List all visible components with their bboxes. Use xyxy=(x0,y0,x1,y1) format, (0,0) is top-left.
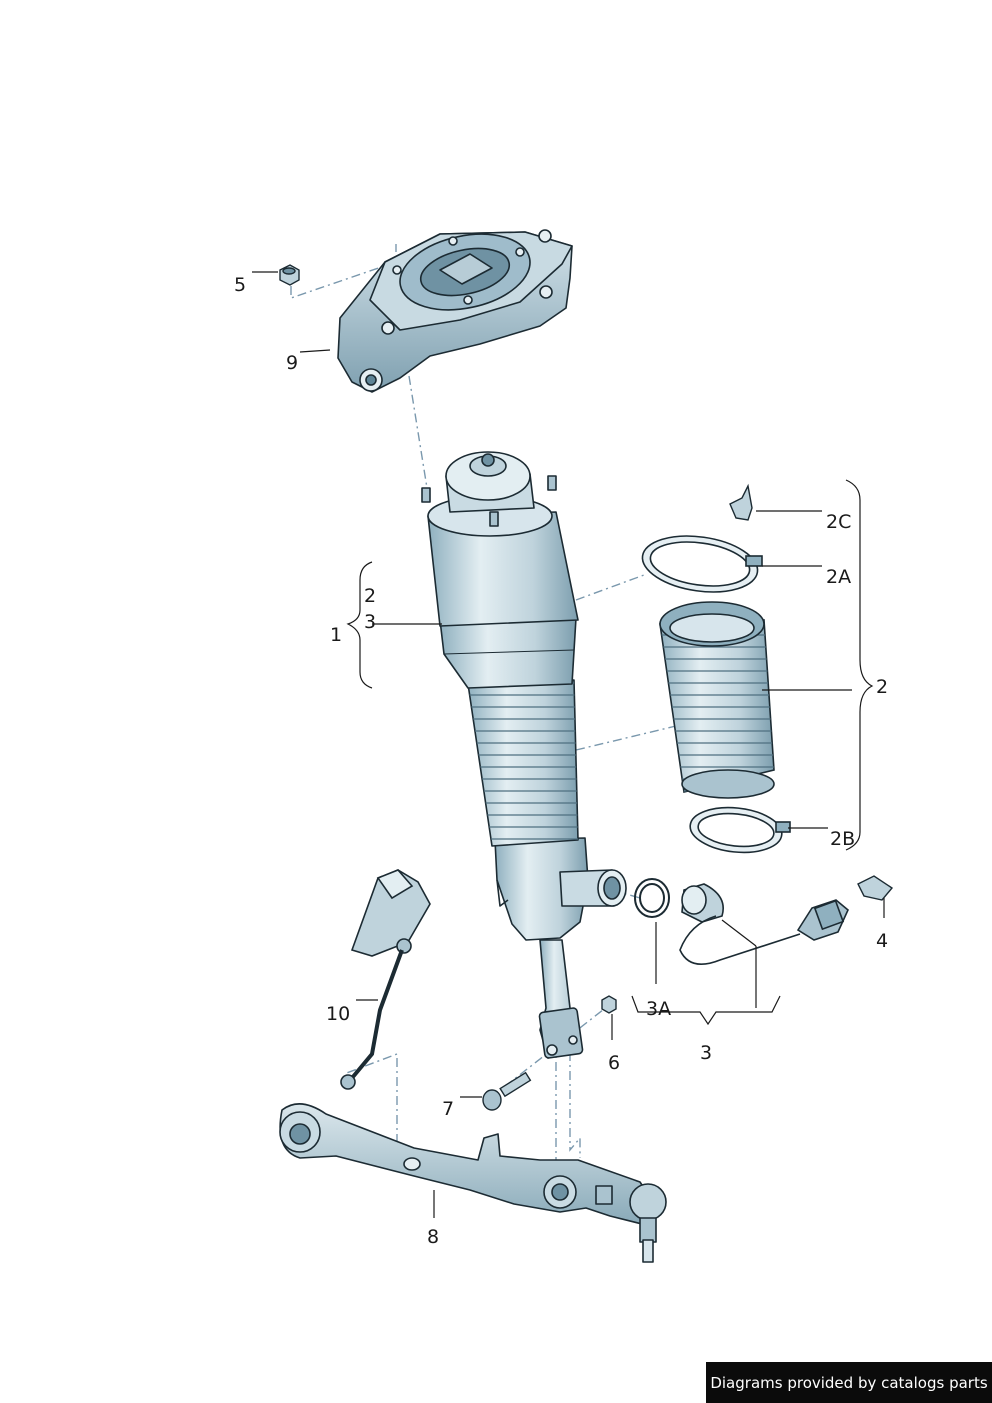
guide-fork-to-arm xyxy=(555,1039,581,1185)
upper-strut-mount xyxy=(337,229,573,393)
callout-2c: 2C xyxy=(826,511,851,533)
nut-6 xyxy=(601,995,617,1014)
guide-boot xyxy=(575,725,677,751)
dust-boot xyxy=(659,601,775,799)
connector-4 xyxy=(857,875,894,901)
clamp-2a xyxy=(641,535,763,593)
bolt-7 xyxy=(482,1071,532,1111)
callout-labels: 5 9 2C 2A 2 3 1 2 2B 4 10 3A 6 3 7 8 xyxy=(234,274,888,1248)
callout-4: 4 xyxy=(876,930,888,952)
leader-lines xyxy=(252,271,885,1218)
guide-mount-to-strut xyxy=(408,375,428,489)
guide-clamp-2a xyxy=(575,574,645,601)
callout-1: 1 xyxy=(330,624,342,646)
credit-text: Diagrams provided by catalogs parts xyxy=(710,1373,988,1392)
callout-6: 6 xyxy=(608,1052,620,1074)
callout-10: 10 xyxy=(326,1003,350,1025)
clamp-2b xyxy=(689,806,791,854)
credit-footer: Diagrams provided by catalogs parts xyxy=(706,1362,992,1403)
callout-2a: 2A xyxy=(826,566,851,588)
valve-3 xyxy=(679,883,849,966)
nut-5 xyxy=(279,264,300,286)
callout-5: 5 xyxy=(234,274,246,296)
level-sensor-10 xyxy=(340,869,431,1090)
guide-link-to-arm xyxy=(343,1052,398,1162)
callout-7: 7 xyxy=(442,1098,454,1120)
guide-nut-to-mount xyxy=(290,244,397,299)
callout-1-sub-3: 3 xyxy=(364,611,376,633)
callout-2b: 2B xyxy=(830,828,855,850)
callout-1-sub-2: 2 xyxy=(364,585,376,607)
o-ring-3a xyxy=(634,878,670,918)
control-arm-8 xyxy=(279,1103,667,1263)
callout-2: 2 xyxy=(876,676,888,698)
clip-2c xyxy=(729,483,753,521)
air-strut xyxy=(421,451,627,1059)
callout-3: 3 xyxy=(700,1042,712,1064)
callout-8: 8 xyxy=(427,1226,439,1248)
callout-9: 9 xyxy=(286,352,298,374)
callout-3a: 3A xyxy=(646,998,671,1020)
